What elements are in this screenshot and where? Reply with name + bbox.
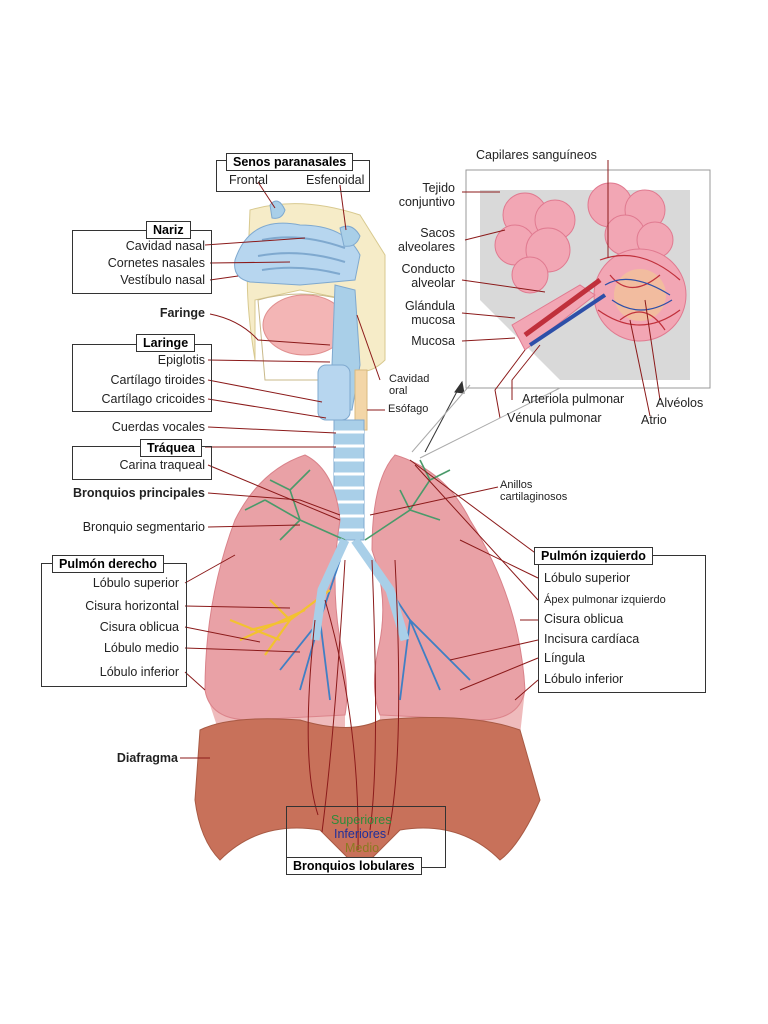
label-lingula: Língula [544,651,586,665]
label-incisura-cardiaca: Incisura cardíaca [544,632,640,646]
lungs [204,454,526,735]
label-medio: Medio [345,841,380,855]
label-senos-paranasales: Senos paranasales [226,153,354,171]
label-cornetes-nasales: Cornetes nasales [107,256,205,270]
label-arteriola-pulmonar: Arteriola pulmonar [522,392,625,406]
label-lobulo-inferior-derecho: Lóbulo inferior [99,665,179,679]
label-lobulo-medio: Lóbulo medio [103,641,179,655]
label-conducto-2: alveolar [411,276,455,290]
label-glandula-2: mucosa [411,313,455,327]
label-superiores: Superiores [331,813,392,827]
label-capilares-sanguineos: Capilares sanguíneos [476,148,597,162]
label-apex-pulmonar: Ápex pulmonar izquierdo [544,594,666,606]
label-cuerdas-vocales: Cuerdas vocales [111,420,205,434]
label-esfenoidal: Esfenoidal [306,173,365,187]
label-alveolos: Alvéolos [656,396,704,410]
label-laringe: Laringe [136,334,196,352]
leader-lines [180,160,661,851]
label-cisura-oblicua-izquierda: Cisura oblicua [544,612,624,626]
label-epiglotis: Epiglotis [157,353,205,367]
label-glandula-1: Glándula [404,299,455,313]
label-nariz: Nariz [146,221,191,239]
diaphragm-shape [194,717,541,871]
label-diafragma: Diafragma [116,751,178,765]
label-faringe: Faringe [159,306,205,320]
label-conducto-1: Conducto [401,262,455,276]
label-carina-traqueal: Carina traqueal [119,458,205,472]
label-inferiores: Inferiores [334,827,387,841]
label-lobulo-superior-izquierdo: Lóbulo superior [544,571,631,585]
label-bronquios-principales: Bronquios principales [73,486,205,500]
label-cisura-oblicua-derecha: Cisura oblicua [99,620,179,634]
label-cavidad-nasal: Cavidad nasal [125,239,205,253]
label-mucosa: Mucosa [411,334,455,348]
label-lobulo-superior-derecho: Lóbulo superior [92,576,179,590]
label-bronquio-segmentario: Bronquio segmentario [82,520,205,534]
label-esofago: Esófago [388,403,429,415]
nariz-box [72,230,212,294]
label-lobulo-inferior-izquierdo: Lóbulo inferior [544,672,624,686]
label-traquea: Tráquea [140,439,202,457]
label-frontal: Frontal [229,173,268,187]
label-pulmon-derecho: Pulmón derecho [52,555,164,573]
label-tejido-2: conjuntivo [398,195,455,209]
label-cartilago-cricoides: Cartílago cricoides [101,392,205,406]
label-cavidad-oral-2: oral [389,385,408,397]
label-pulmon-izquierdo: Pulmón izquierdo [534,547,653,565]
label-vestibulo-nasal: Vestíbulo nasal [120,273,205,287]
label-anillos-1: Anillos [500,479,533,491]
label-tejido-1: Tejido [422,181,455,195]
alveoli-inset [465,169,711,389]
label-sacos-1: Sacos [420,226,455,240]
label-cisura-horizontal: Cisura horizontal [85,599,179,613]
label-cavidad-oral-1: Cavidad [389,373,430,385]
label-atrio: Atrio [641,413,667,427]
label-cartilago-tiroides: Cartílago tiroides [110,373,206,387]
label-venula-pulmonar: Vénula pulmonar [507,411,602,425]
head-region [234,200,386,381]
label-bronquios-lobulares: Bronquios lobulares [286,857,422,875]
label-anillos-2: cartilaginosos [500,491,568,503]
label-sacos-2: alveolares [398,240,455,254]
